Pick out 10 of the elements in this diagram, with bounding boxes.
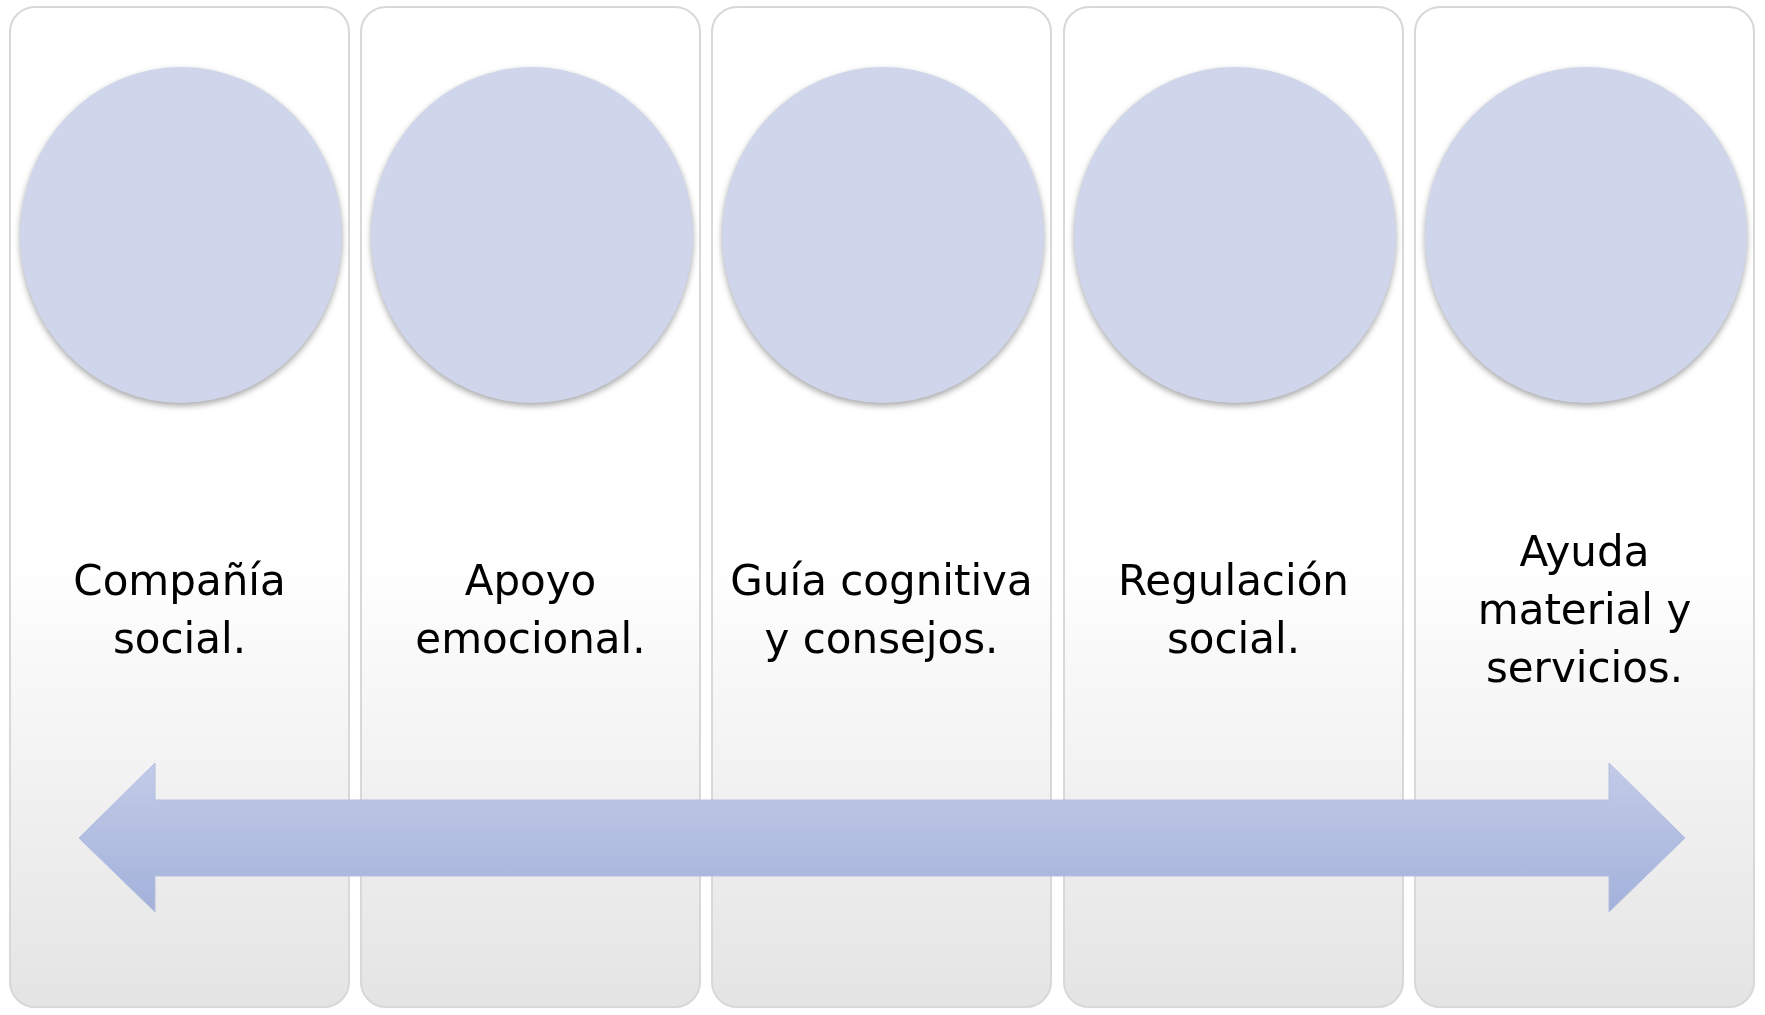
category-label: Apoyo emocional.	[414, 555, 647, 665]
column-panel	[1063, 6, 1404, 1008]
category-label: Regulación social.	[1117, 555, 1350, 665]
column-panel	[360, 6, 701, 1008]
column-panel	[1414, 6, 1755, 1008]
category-label: Guía cognitiva y consejos.	[729, 555, 1034, 665]
column-panel	[711, 6, 1052, 1008]
category-label: Compañía social.	[72, 555, 287, 665]
column-panel	[9, 6, 350, 1008]
category-label: Ayuda material y servicios.	[1476, 526, 1693, 694]
